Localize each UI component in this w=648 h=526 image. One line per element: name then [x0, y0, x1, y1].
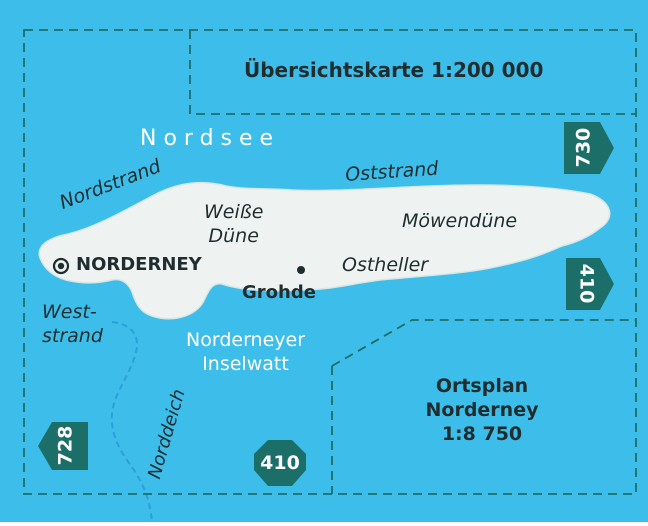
place-norderney[interactable]: NORDERNEY	[76, 254, 202, 275]
sheet-frames	[23, 29, 637, 495]
badge-730-label: 730	[572, 127, 595, 168]
place-inselwatt: Norderneyer Inselwatt	[186, 328, 305, 376]
cityplan-line1: Ortsplan	[435, 375, 529, 397]
place-weisse-duene: Weiße Düne	[204, 200, 263, 248]
place-moewenduene: Möwendüne	[402, 210, 518, 232]
place-inselwatt-line1: Norderneyer	[186, 329, 306, 351]
place-weststrand-line1: West-	[42, 301, 97, 323]
overview-label[interactable]: Übersichtskarte 1:200 000	[244, 58, 544, 82]
sheet-badge-730[interactable]	[564, 122, 614, 174]
badge-410-bottom-label: 410	[260, 452, 300, 474]
place-grohde[interactable]: Grohde	[242, 282, 316, 303]
place-ostheller: Ostheller	[342, 254, 429, 276]
place-weststrand: West- strand	[42, 300, 103, 348]
place-inselwatt-line2: Inselwatt	[202, 353, 289, 375]
cityplan-line3: 1:8 750	[441, 423, 523, 445]
place-weststrand-line2: strand	[42, 325, 103, 347]
sea-label: Nordsee	[140, 126, 281, 151]
place-weisse-duene-line2: Düne	[208, 225, 259, 247]
badge-728-label: 728	[54, 425, 77, 466]
sheet-badge-410-east[interactable]	[566, 258, 614, 310]
cityplan-line2: Norderney	[425, 399, 539, 421]
norderney-island	[38, 181, 611, 320]
badge-410-east-label: 410	[575, 263, 598, 304]
dot-icon	[297, 266, 305, 274]
sheet-badge-728[interactable]	[38, 422, 88, 470]
cityplan-frame-top	[331, 319, 636, 367]
sheet-badge-410-bottom[interactable]	[254, 440, 306, 486]
overview-frame	[189, 30, 636, 115]
place-weisse-duene-line1: Weiße	[204, 201, 264, 223]
cityplan-label[interactable]: Ortsplan Norderney 1:8 750	[414, 374, 550, 446]
circle-dot-icon	[52, 257, 70, 275]
norddeich-route-line	[110, 321, 153, 523]
outer-frame	[23, 29, 637, 495]
